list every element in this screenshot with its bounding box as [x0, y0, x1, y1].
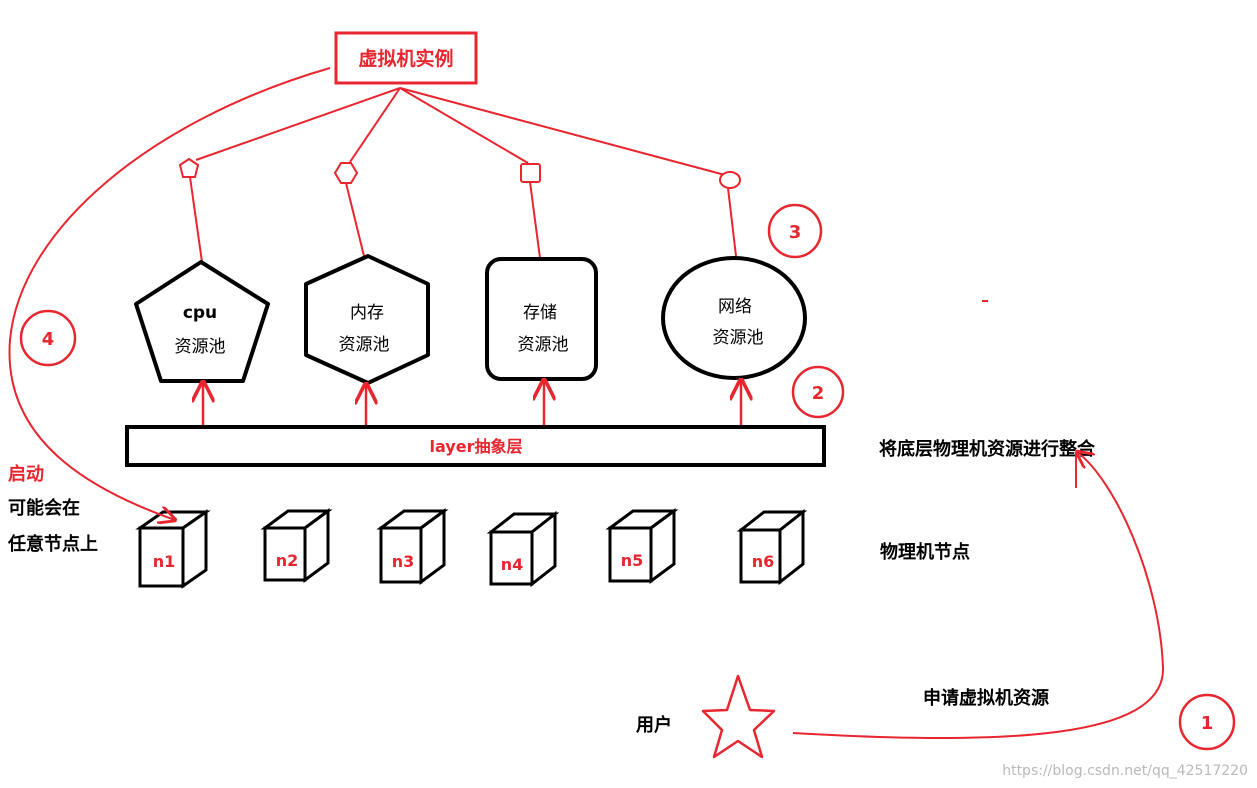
pool-cpu-line1: cpu — [183, 303, 217, 323]
node-n5: n5 — [605, 508, 679, 584]
node-n1: n1 — [135, 509, 211, 589]
connector-square — [520, 163, 541, 183]
svg-text:2: 2 — [812, 383, 825, 404]
connector-pentagon — [178, 157, 200, 178]
node-n3: n3 — [376, 508, 449, 585]
watermark: https://blog.csdn.net/qq_42517220 — [1002, 763, 1248, 779]
svg-text:1: 1 — [1201, 713, 1214, 734]
node-n3-label: n3 — [392, 552, 415, 571]
nodes-label: 物理机节点 — [880, 541, 970, 563]
instance-links — [195, 87, 726, 176]
user-label: 用户 — [636, 714, 672, 736]
pool-stems — [189, 176, 737, 263]
connector-ellipse — [719, 171, 741, 189]
pool-cpu-line2: 资源池 — [175, 337, 226, 357]
svg-text:3: 3 — [789, 222, 802, 243]
node-n1-label: n1 — [153, 552, 176, 571]
step-2: 2 — [791, 365, 845, 419]
pool-network-line1: 网络 — [718, 297, 752, 317]
request-label: 申请虚拟机资源 — [923, 687, 1049, 709]
node-n6: n6 — [736, 508, 808, 586]
layer-up-arrows — [203, 380, 741, 428]
pool-storage: 存储 资源池 — [485, 257, 598, 381]
step-4: 4 — [19, 309, 77, 367]
pool-network-line2: 资源池 — [713, 328, 764, 348]
node-n2: n2 — [260, 508, 333, 583]
pool-memory-line2: 资源池 — [339, 335, 390, 355]
step-3: 3 — [767, 203, 823, 259]
start-title: 启动 — [8, 463, 44, 485]
pool-memory-line1: 内存 — [350, 303, 384, 323]
start-line2: 任意节点上 — [7, 533, 98, 555]
vm-instance-box — [334, 31, 478, 85]
layer-bar — [125, 425, 826, 467]
start-line1: 可能会在 — [8, 497, 80, 519]
pool-memory: 内存 资源池 — [304, 254, 430, 385]
node-n4-label: n4 — [501, 555, 524, 574]
request-curve — [792, 452, 1165, 740]
svg-text:4: 4 — [42, 329, 55, 350]
layer-label: layer抽象层 — [430, 437, 523, 456]
pool-cpu: cpu 资源池 — [134, 260, 270, 383]
node-n5-label: n5 — [621, 551, 644, 570]
node-n4: n4 — [486, 510, 560, 588]
step-1: 1 — [1178, 693, 1236, 751]
launch-curve — [8, 67, 331, 520]
connector-hexagon — [333, 162, 359, 184]
pool-storage-line1: 存储 — [523, 303, 557, 323]
layer-note: 将底层物理机资源进行整合 — [879, 438, 1096, 460]
pool-storage-line2: 资源池 — [518, 335, 569, 355]
node-n6-label: n6 — [752, 552, 775, 571]
vm-instance-title: 虚拟机实例 — [358, 47, 453, 70]
node-n2-label: n2 — [276, 551, 299, 570]
pool-network: 网络 资源池 — [661, 256, 807, 380]
user-star-icon — [701, 674, 776, 759]
